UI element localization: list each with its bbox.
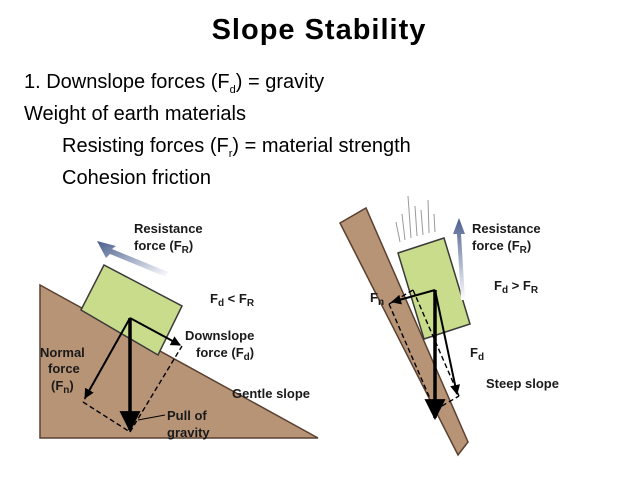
grass-lines	[395, 195, 436, 243]
steep-normal-arrow	[391, 289, 436, 305]
steep-slope-block	[397, 237, 471, 340]
steep-resistance-arrow	[453, 218, 465, 300]
steep-dashed-line	[388, 289, 414, 305]
subscript-r: r	[228, 148, 233, 160]
normal-label-3: (Fn)	[51, 378, 74, 396]
pull-of-gravity-label-2: gravity	[167, 425, 210, 440]
gentle-resistance-arrow	[97, 241, 168, 277]
steep-dashed-line	[388, 303, 436, 411]
gentle-resistance-label-1: Resistance	[134, 221, 203, 236]
gentle-normal-arrow	[84, 317, 131, 399]
bullet-weight: Weight of earth materials	[24, 103, 246, 125]
steep-fd-label: Fd	[470, 345, 484, 363]
subscript-d: d	[229, 84, 236, 96]
bullet-cohesion: Cohesion friction	[62, 167, 211, 189]
steep-slope-label: Steep slope	[486, 376, 559, 391]
downslope-label-2: force (Fd)	[196, 345, 254, 363]
gentle-resistance-label-2: force (FR)	[134, 238, 193, 256]
steep-downslope-arrow	[434, 289, 461, 395]
downslope-label-1: Downslope	[185, 328, 254, 343]
pull-of-gravity-label-1: Pull of	[167, 408, 207, 423]
steep-resistance-label-2: force (FR)	[472, 238, 531, 256]
steep-resistance-label-1: Resistance	[472, 221, 541, 236]
steep-fd-gt-fr-label: Fd > FR	[494, 278, 539, 296]
gentle-downslope-arrow	[129, 317, 181, 346]
bullet-resisting-forces: Resisting forces (Fr) = material strengt…	[62, 135, 411, 160]
gentle-dashed-line	[82, 401, 131, 433]
steep-fn-label: Fn	[370, 290, 384, 308]
gentle-slope-label: Gentle slope	[232, 386, 310, 401]
bullet-downslope-forces: 1. Downslope forces (Fd) = gravity	[24, 71, 325, 96]
normal-label-2: force	[48, 361, 80, 376]
steep-slope-diagram: Resistance force (FR) Fd > FR Fn Fd Stee…	[339, 195, 559, 457]
gentle-fd-lt-fr-label: Fd < FR	[210, 291, 255, 309]
normal-label-1: Normal	[40, 345, 85, 360]
gentle-slope-diagram: Resistance force (FR) Fd < FR Downslope …	[39, 221, 319, 440]
gravity-leader-line	[137, 414, 166, 421]
page-title: Slope Stability	[211, 14, 427, 46]
